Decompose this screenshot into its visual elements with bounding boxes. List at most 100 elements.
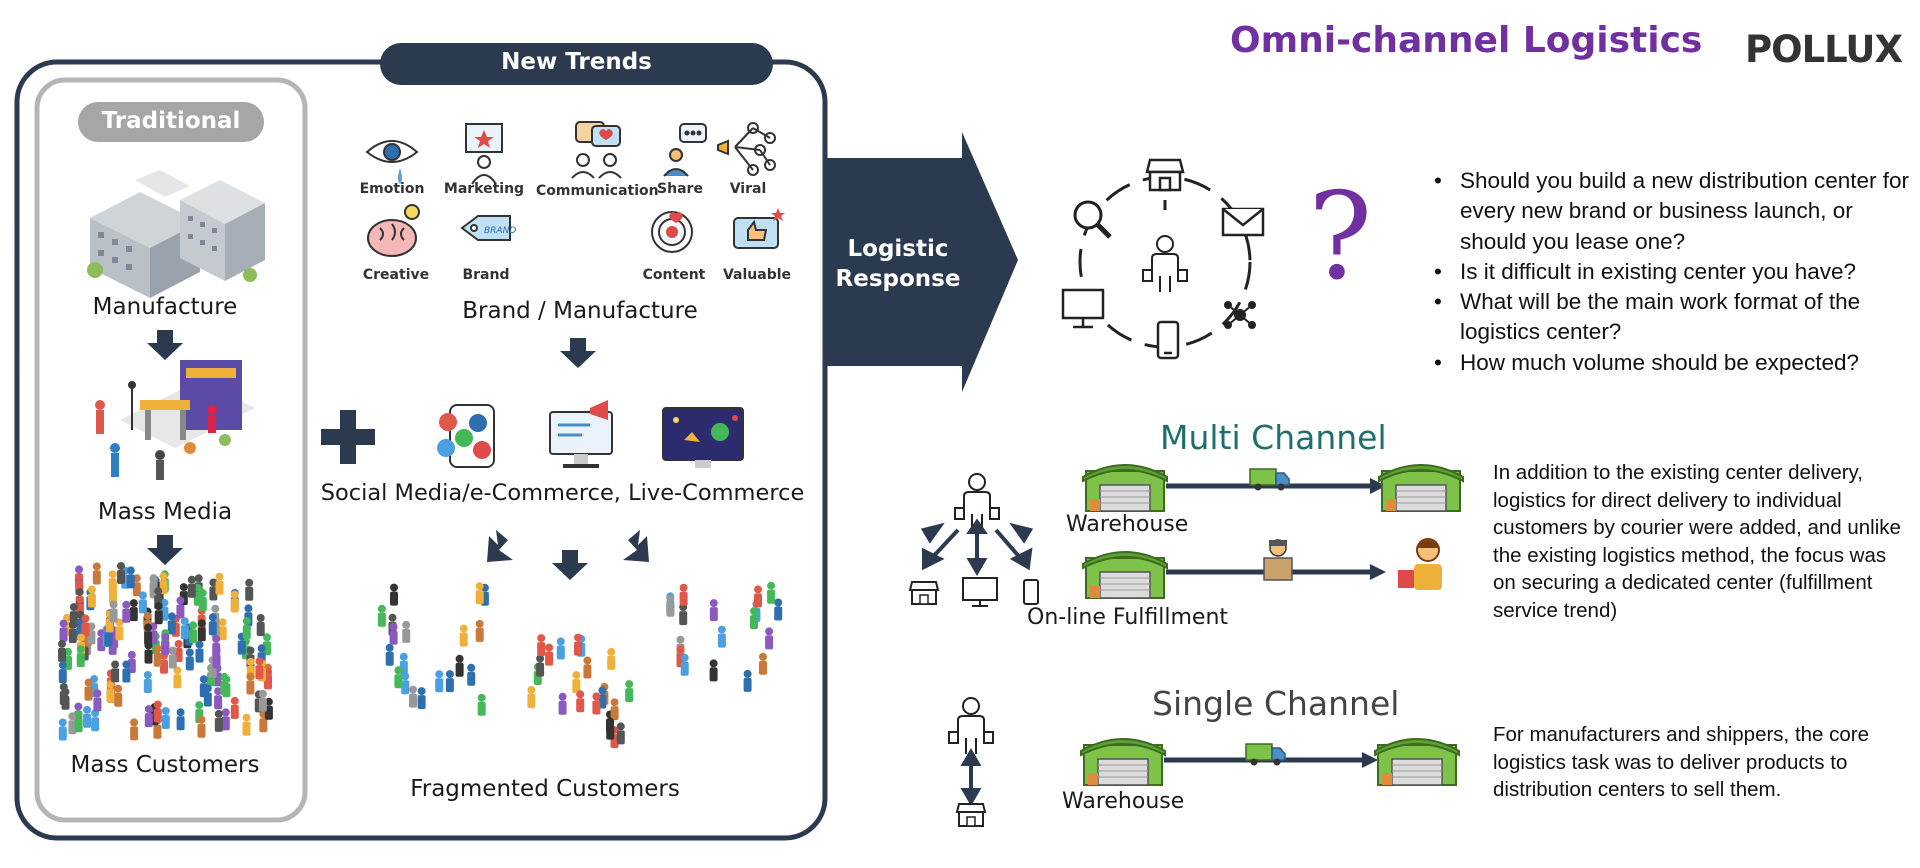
crowd-person (173, 666, 182, 689)
crowd-person (242, 617, 251, 640)
crowd-person (666, 594, 675, 617)
crowd-person (129, 599, 138, 622)
fragmented-customers-label: Fragmented Customers (410, 776, 680, 802)
courier-icon (1263, 539, 1293, 581)
crowd-person (220, 672, 229, 695)
crowd-person (195, 640, 204, 663)
crowd-person (245, 578, 254, 601)
crowd-person (161, 707, 170, 729)
fulfillment-warehouse (1082, 551, 1168, 599)
fulfillment-label: On-line Fulfillment (1027, 605, 1229, 630)
crowd-person (467, 663, 476, 686)
trend-label-share: Share (657, 181, 703, 197)
crowd-person (58, 661, 67, 684)
crowd-person (256, 614, 265, 636)
crowd-person (679, 583, 688, 606)
arrow-down-2 (147, 535, 183, 565)
crowd-person (246, 672, 255, 695)
crowd-person (81, 614, 90, 637)
crowd-person (767, 581, 776, 604)
crowd-person (122, 600, 131, 623)
crowd-person (616, 722, 625, 745)
page-title: Omni-channel Logistics (1230, 20, 1703, 61)
crowd-person (111, 660, 120, 683)
trend-label-valuable: Valuable (722, 267, 792, 283)
crowd-person (153, 644, 162, 667)
crowd-person (203, 684, 212, 707)
crowd-person (69, 603, 78, 626)
crowd-person (750, 607, 758, 630)
crowd-person (122, 660, 131, 683)
shopper-icon (1398, 538, 1442, 590)
crowd-person (680, 653, 689, 676)
crowd-person (759, 652, 767, 675)
multi-channel-description: In addition to the existing center deliv… (1493, 461, 1901, 622)
question-item: Should you build a new distribution cent… (1432, 166, 1912, 257)
crowd-person (709, 599, 718, 622)
question-mark: ? (1308, 168, 1373, 307)
crowd-person (572, 671, 581, 694)
crowd-person (154, 602, 163, 625)
hub-phone-icon (1156, 320, 1180, 360)
arrow-down-mid (552, 550, 588, 580)
crowd-person (717, 625, 726, 648)
crowd-person (198, 589, 207, 611)
crowd-person (537, 634, 546, 657)
single-channel-description: For manufacturers and shippers, the core… (1493, 723, 1870, 801)
hub-mail-icon (1221, 207, 1265, 237)
crowd-person (212, 646, 221, 669)
crowd-person (144, 705, 153, 728)
hub-network-icon (1224, 301, 1256, 329)
crowd-person (255, 657, 264, 680)
crowd-person (409, 685, 417, 708)
arrow-diag-left (487, 530, 513, 562)
trend-label-emotion: Emotion (359, 181, 425, 197)
hub-shop-icon (1145, 158, 1185, 192)
multi-warehouse-2 (1378, 464, 1464, 512)
live-commerce-icon (662, 407, 744, 468)
svg-text:BRAND: BRAND (484, 226, 516, 236)
crowd-person (176, 708, 185, 731)
hub-monitor-icon (1061, 288, 1105, 329)
crowd-person (583, 656, 592, 679)
trend-label-viral: Viral (729, 181, 767, 197)
crowd-person (208, 613, 217, 636)
crowd-person (475, 619, 484, 642)
crowd-person (709, 659, 718, 682)
multi-channel-title: Multi Channel (1160, 418, 1387, 457)
crowd-person (92, 562, 101, 585)
plus-icon (321, 410, 375, 464)
single-warehouse-2 (1374, 738, 1460, 786)
crowd-person (377, 604, 386, 627)
crowd-person (76, 645, 85, 668)
crowd-person (556, 637, 565, 660)
crowd-person (84, 678, 93, 701)
crowd-person (558, 692, 567, 715)
logistic-response-label-1: Logistic (847, 236, 949, 262)
crowd-person (167, 612, 176, 635)
brand-icon: BRAND (460, 215, 516, 241)
hub-search-icon (1073, 200, 1112, 239)
crowd-person (765, 627, 774, 650)
crowd-person (417, 687, 426, 710)
crowd-person (230, 590, 239, 613)
traditional-tab (78, 102, 264, 142)
crowd-person (402, 620, 411, 643)
media-channels-label: Social Media/e-Commerce, Live-Commerce (320, 480, 805, 506)
crowd-person (61, 687, 70, 710)
crowd-person (138, 591, 147, 614)
crowd-person (87, 585, 96, 608)
crowd-person (58, 718, 67, 741)
crowd-person (161, 632, 170, 655)
new-trends-label: New Trends (501, 49, 652, 75)
communication-icon (571, 121, 622, 179)
creative-icon (367, 204, 420, 257)
crowd-person (258, 689, 267, 712)
valuable-icon (733, 208, 785, 249)
crowd-person (91, 709, 100, 732)
crowd-person (401, 672, 410, 695)
crowd-person (576, 690, 585, 713)
crowd-person (109, 600, 118, 623)
traditional-label: Traditional (101, 108, 241, 134)
traditional-step-manufacture: Manufacture (92, 294, 238, 320)
